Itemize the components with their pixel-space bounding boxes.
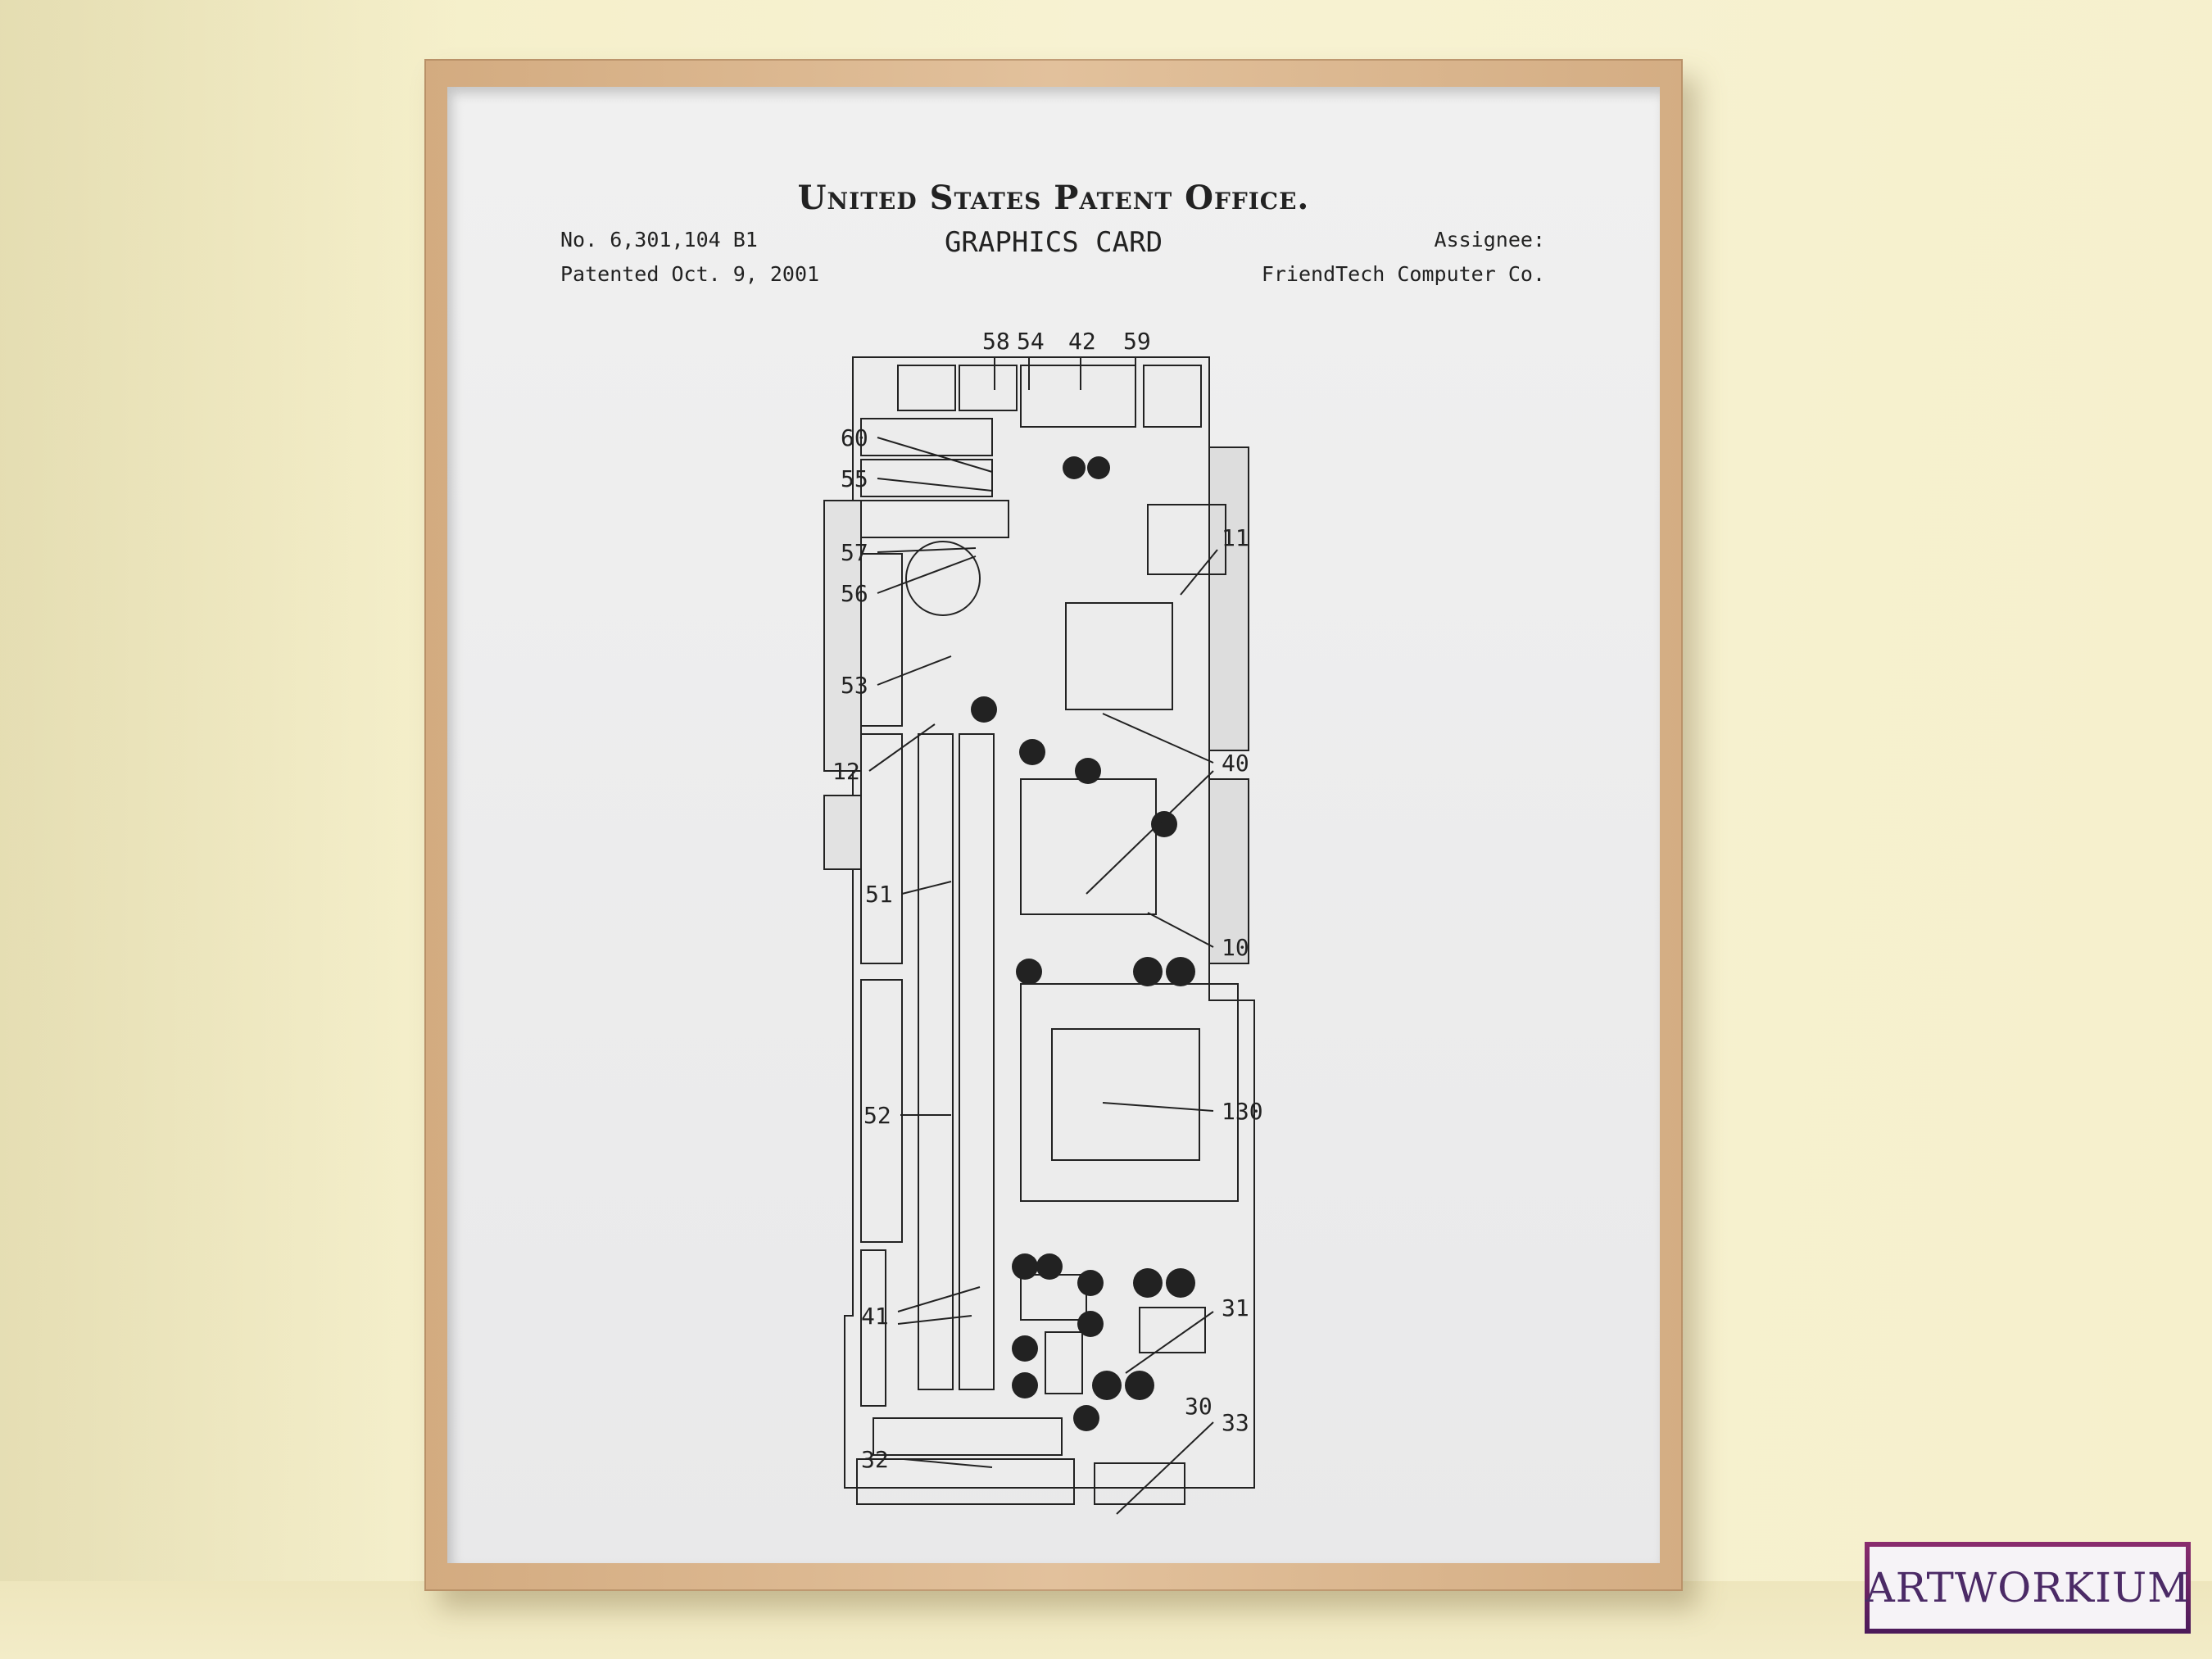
ref-label-56: 56 xyxy=(841,580,868,607)
ref-label-32: 32 xyxy=(861,1446,889,1473)
patent-title: GRAPHICS CARD xyxy=(944,226,1163,259)
ref-label-57: 57 xyxy=(841,539,868,566)
ref-label-42: 42 xyxy=(1068,328,1096,355)
patent-date: Patented Oct. 9, 2001 xyxy=(560,262,820,286)
graphics-card-drawing: 58 54 42 59 60 55 57 56 53 12 51 52 41 3… xyxy=(823,328,1263,1515)
ref-label-59: 59 xyxy=(1123,328,1151,355)
wall-shadow xyxy=(0,0,459,1659)
ref-label-30: 30 xyxy=(1185,1393,1213,1420)
ref-label-33: 33 xyxy=(1222,1409,1249,1436)
picture-frame: United States Patent Office. No. 6,301,1… xyxy=(424,59,1683,1591)
ref-label-31: 31 xyxy=(1222,1294,1249,1321)
ref-label-41: 41 xyxy=(861,1303,889,1330)
watermark-text: ARTWORKIUM xyxy=(1865,1547,2189,1629)
ref-label-51: 51 xyxy=(865,881,893,908)
ref-label-10: 10 xyxy=(1222,934,1249,961)
patent-number: No. 6,301,104 B1 xyxy=(560,228,758,252)
assignee-label: Assignee: xyxy=(1434,228,1545,252)
ref-label-11: 11 xyxy=(1222,524,1249,551)
floor-surface xyxy=(0,1581,2212,1659)
patent-office-heading: United States Patent Office. xyxy=(797,179,1310,217)
ref-label-58: 58 xyxy=(982,328,1010,355)
ref-label-12: 12 xyxy=(832,758,860,785)
ref-label-60: 60 xyxy=(841,424,868,451)
ref-label-55: 55 xyxy=(841,465,868,492)
artworkium-watermark: ARTWORKIUM xyxy=(1865,1542,2191,1634)
poster-print: United States Patent Office. No. 6,301,1… xyxy=(447,87,1660,1563)
ref-label-53: 53 xyxy=(841,672,868,699)
ref-label-52: 52 xyxy=(863,1102,891,1129)
ref-label-54: 54 xyxy=(1017,328,1045,355)
ref-label-130: 130 xyxy=(1222,1098,1263,1125)
ref-label-40: 40 xyxy=(1222,750,1249,777)
assignee-name: FriendTech Computer Co. xyxy=(1261,262,1545,286)
